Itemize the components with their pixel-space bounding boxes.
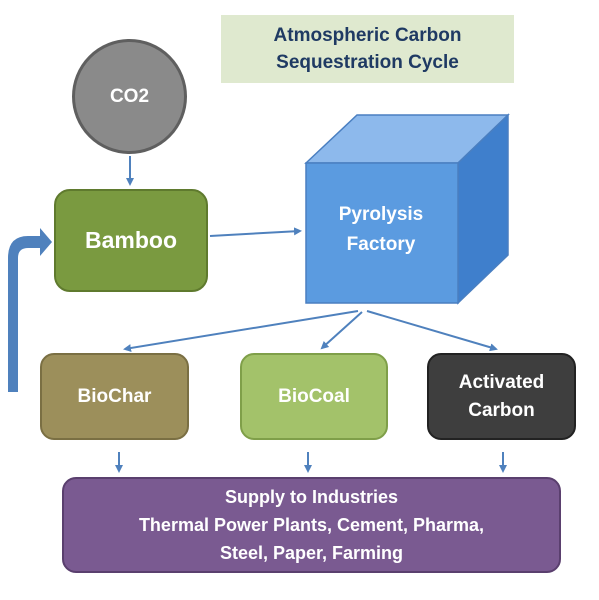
co2-label: CO2 xyxy=(109,85,150,107)
activated-carbon-line-1: Activated xyxy=(458,371,545,393)
arrow-pyrolysis-biochar xyxy=(123,310,359,352)
biocoal-label: BioCoal xyxy=(278,385,350,407)
supply-line-1: Supply to Industries xyxy=(224,487,398,507)
biocoal-node: BioCoal xyxy=(240,353,388,440)
supply-industries-node: Supply to Industries Thermal Power Plant… xyxy=(62,477,561,573)
activated-carbon-node: Activated Carbon xyxy=(427,353,576,440)
biochar-label: BioChar xyxy=(77,385,152,407)
title-line-2: Sequestration Cycle xyxy=(276,52,459,73)
pyrolysis-label-line-1: Pyrolysis xyxy=(338,204,424,225)
supply-line-2: Thermal Power Plants, Cement, Pharma, xyxy=(138,515,485,535)
biochar-node: BioChar xyxy=(40,353,189,440)
bamboo-label: Bamboo xyxy=(85,227,177,253)
title-line-1: Atmospheric Carbon xyxy=(273,25,462,46)
activated-carbon-line-2: Carbon xyxy=(468,399,535,421)
supply-line-3: Steel, Paper, Farming xyxy=(219,543,404,563)
diagram-title: Atmospheric Carbon Sequestration Cycle xyxy=(221,15,514,83)
bamboo-node: Bamboo xyxy=(54,189,208,292)
return-arrow-biochar-bamboo xyxy=(8,228,52,392)
pyrolysis-factory-label: Pyrolysis Factory xyxy=(306,200,456,260)
arrow-bamboo-pyrolysis xyxy=(209,227,302,237)
co2-node: CO2 xyxy=(72,39,187,154)
arrow-pyrolysis-biocoal xyxy=(320,311,363,350)
pyrolysis-label-line-2: Factory xyxy=(346,234,416,255)
arrow-pyrolysis-activated-carbon xyxy=(366,310,498,352)
pyrolysis-cube xyxy=(304,113,510,305)
